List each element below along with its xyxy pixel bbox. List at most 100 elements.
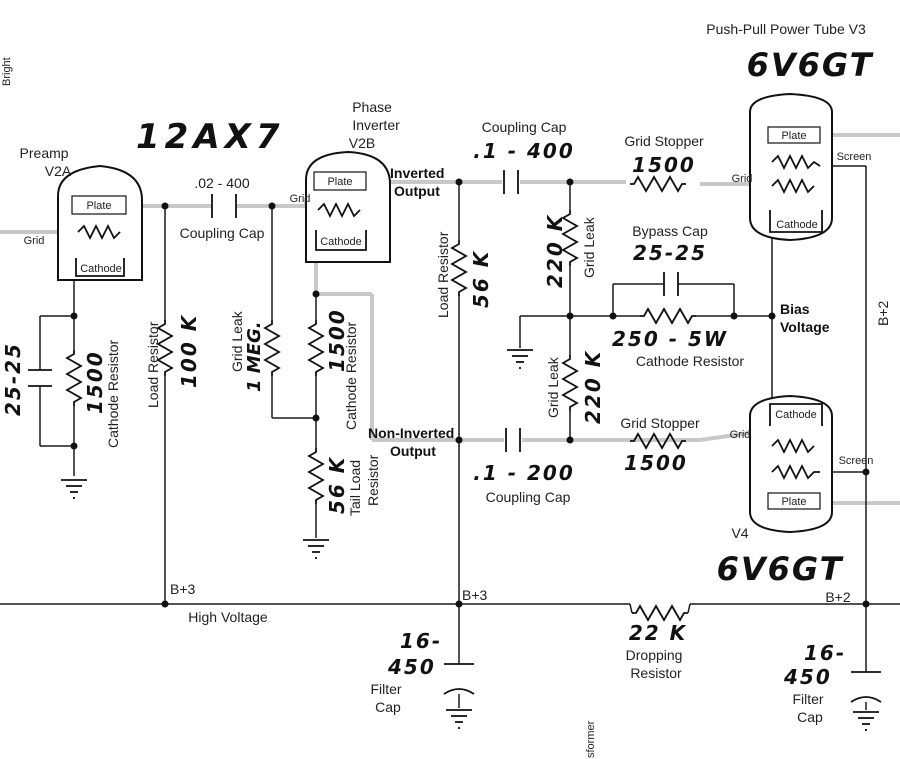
top-coupling-cap-label: Coupling Cap [482, 119, 567, 135]
v3-grid-stopper-value: 1500 [632, 153, 696, 177]
v4-grid-label: Grid [730, 429, 751, 441]
v4-tube-type: 6V6GT [717, 550, 844, 588]
pi-tail-resistor [308, 447, 324, 505]
corner-label-top: Bright [1, 57, 13, 86]
pi-cathode-resistor [308, 319, 324, 377]
pi-load-resistor-label: Load Resistor [435, 231, 451, 318]
pi-cathode-resistor-label: Cathode Resistor [343, 321, 359, 430]
v2a-cathode-cap-value: 25-25 [1, 342, 25, 416]
v2a-cathode-resistor-label: Cathode Resistor [105, 339, 121, 448]
v4-grid-stopper-value: 1500 [624, 451, 688, 475]
v2b-cathode-label: Cathode [320, 236, 362, 248]
right-filter-ground-icon [852, 711, 880, 731]
v3-plate-label: Plate [781, 130, 806, 142]
v3-tube-type: 6V6GT [747, 46, 874, 84]
v2a-grid-label: Grid [24, 235, 45, 247]
left-filter-cap-label: Filter Cap [370, 681, 405, 715]
v2a-coupling-value: .02 - 400 [194, 175, 249, 191]
corner-label-bottom: sformer [585, 720, 597, 758]
v2a-ground-icon [60, 479, 88, 499]
pi-load-resistor-value: 56 K [469, 250, 493, 308]
pi-cathode-resistor-value: 1500 [325, 308, 349, 372]
v3-plate [767, 126, 821, 144]
pi-tail-resistor-label: Tail Load Resistor [347, 454, 381, 516]
wiring [0, 133, 900, 710]
dropping-resistor-label: Dropping Resistor [626, 647, 687, 681]
v2b-grid-label: Grid [290, 193, 311, 205]
v3-grid-stopper [629, 176, 687, 192]
v3-cathode-label: Cathode [776, 219, 818, 231]
v4-grid-leak-resistor [562, 354, 578, 412]
power-cathode-resistor-value: 250 - 5W [612, 327, 728, 351]
v2a-coupling-label: Coupling Cap [180, 225, 265, 241]
v2b-plate [313, 171, 367, 191]
dropping-resistor-value: 22 K [629, 621, 687, 645]
top-coupling-cap-value: .1 - 400 [473, 139, 575, 163]
top-coupling-cap [503, 170, 519, 194]
v2a-plate-label: Plate [86, 200, 111, 212]
pi-ground-icon [302, 539, 330, 559]
tube-v2a: Plate Cathode Grid Preamp V2A [20, 145, 143, 281]
pi-grid-leak-value: 1 MEG. [244, 321, 265, 392]
v4-grid-leak-label: Grid Leak [545, 356, 561, 418]
bias-voltage-label: Bias Voltage [780, 301, 830, 335]
b2-vertical-label: B+2 [875, 300, 891, 326]
bottom-coupling-cap-label: Coupling Cap [486, 489, 571, 505]
v4-grid-stopper-label: Grid Stopper [620, 415, 700, 431]
v2a-coupling-cap [211, 194, 237, 218]
v2b-plate-label: Plate [327, 176, 352, 188]
v4-plate-label: Plate [781, 496, 806, 508]
junction-dots [70, 178, 870, 608]
pi-grid-leak-resistor [264, 319, 280, 377]
bottom-coupling-cap-value: .1 - 200 [473, 461, 575, 485]
dropping-resistor [631, 605, 689, 621]
v2a-load-resistor-label: Load Resistor [145, 321, 161, 408]
b3-mid-label: B+3 [462, 587, 488, 603]
pi-load-resistor [451, 239, 467, 297]
bypass-cap-value: 25-25 [633, 241, 707, 265]
v3-screen-label: Screen [837, 151, 872, 163]
v2b-tube-label: Phase Inverter V2B [349, 99, 404, 151]
right-filter-cap-label: Filter Cap [792, 691, 827, 725]
power-cathode-resistor-label: Cathode Resistor [636, 353, 745, 369]
v4-screen-label: Screen [839, 455, 874, 467]
right-filter-cap-value: 16- 450 [783, 641, 855, 689]
pi-inverted-output-label: Inverted Output [390, 165, 448, 199]
pi-noninverted-output-label: Non-Inverted Output [368, 425, 458, 459]
v4-tube-label: V4 [731, 525, 748, 541]
title-12ax7: 12AX7 [136, 117, 285, 157]
left-filter-cap [443, 663, 475, 695]
v3-grid-leak-label: Grid Leak [581, 216, 597, 278]
bottom-coupling-cap [505, 428, 521, 452]
high-voltage-label: High Voltage [188, 609, 268, 625]
v2a-cathode-label: Cathode [80, 263, 122, 275]
v2a-plate [71, 195, 127, 215]
v3-grid-stopper-label: Grid Stopper [624, 133, 704, 149]
pi-tail-resistor-value: 56 K [325, 456, 349, 514]
b2-bottom-label: B+2 [825, 589, 851, 605]
v2a-cathode-cap [28, 369, 52, 387]
pi-grid-leak-label: Grid Leak [229, 310, 245, 372]
right-filter-cap [850, 671, 882, 703]
v4-grid-leak-value: 220 K [581, 350, 605, 424]
v3-tube-label: Push-Pull Power Tube V3 [706, 21, 866, 37]
tube-v3: Plate Cathode Grid Screen [732, 92, 872, 242]
v2a-cathode-resistor-value: 1500 [83, 350, 107, 414]
left-filter-ground-icon [445, 709, 473, 729]
v3-grid-label: Grid [732, 173, 753, 185]
bypass-cap [663, 272, 679, 296]
tube-v4: Cathode Plate Grid Screen [730, 394, 874, 534]
v2a-tube-label: Preamp V2A [20, 145, 73, 179]
v2a-load-resistor-value: 100 K [177, 314, 201, 388]
v4-plate [767, 492, 821, 510]
tube-v2b: Plate Cathode Grid Phase Inverter V2B [290, 99, 404, 263]
power-cathode-resistor [639, 308, 697, 324]
b3-left-label: B+3 [170, 581, 196, 597]
v3-grid-leak-value: 220 K [543, 214, 567, 288]
v2a-cathode-resistor [66, 349, 82, 407]
left-filter-cap-value: 16- 450 [387, 629, 451, 679]
power-ground-icon [506, 349, 534, 369]
bypass-cap-label: Bypass Cap [632, 223, 708, 239]
v4-cathode-label: Cathode [775, 409, 817, 421]
